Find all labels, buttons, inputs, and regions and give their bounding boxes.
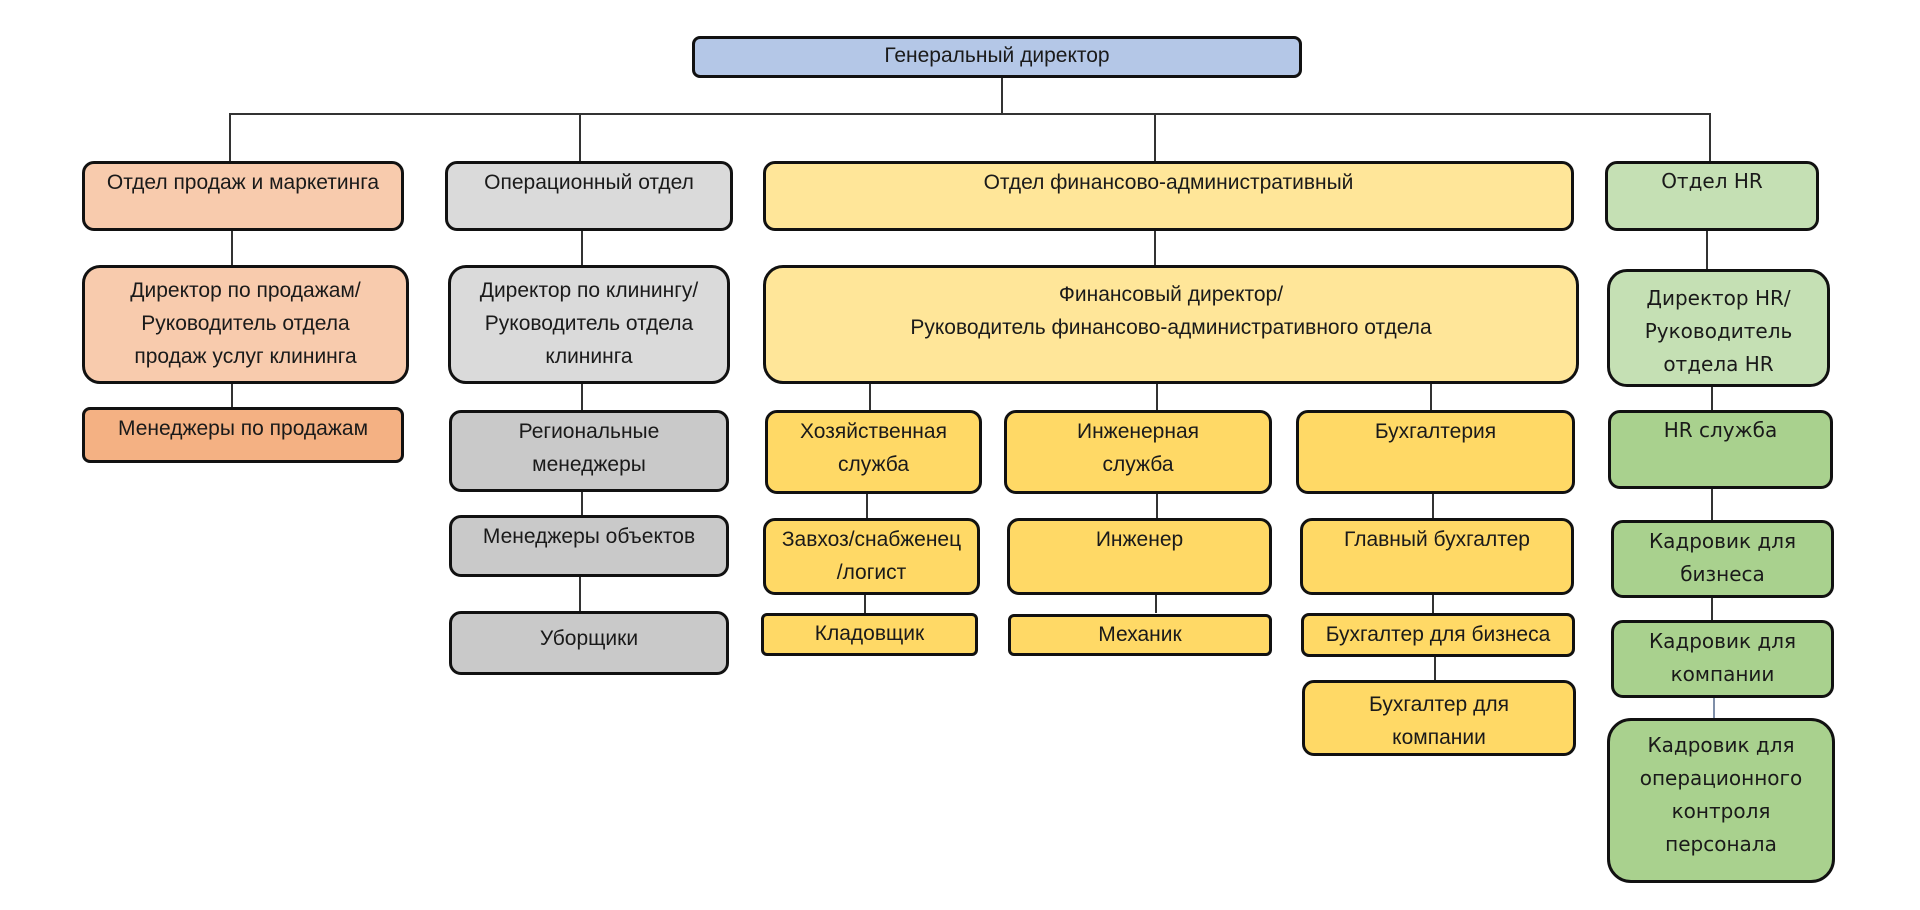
connector: [1432, 595, 1434, 613]
connector: [1155, 595, 1157, 613]
connector: [1430, 384, 1432, 410]
hr-department-box: Отдел HR: [1605, 161, 1819, 231]
connector: [581, 231, 583, 265]
connector: [1154, 113, 1156, 161]
engineer-box: Инженер: [1007, 518, 1272, 595]
accounting-service-box: Бухгалтерия: [1296, 410, 1575, 494]
operations-department-box: Операционный отдел: [445, 161, 733, 231]
sales-department-box: Отдел продаж и маркетинга: [82, 161, 404, 231]
hr-business-box: Кадровик для бизнеса: [1611, 520, 1834, 598]
connector: [864, 595, 866, 613]
company-accountant-box: Бухгалтер для компании: [1302, 680, 1576, 756]
connector: [1434, 656, 1436, 680]
mechanic-box: Механик: [1008, 614, 1272, 656]
sales-director-box: Директор по продажам/ Руководитель отдел…: [82, 265, 409, 384]
connector: [1713, 698, 1715, 718]
connector: [579, 113, 581, 161]
connector: [1154, 231, 1156, 265]
connector: [1709, 113, 1711, 161]
connector: [1711, 598, 1713, 620]
connector: [1706, 231, 1708, 269]
connector: [1711, 489, 1713, 520]
connector: [1001, 78, 1003, 113]
business-accountant-box: Бухгалтер для бизнеса: [1301, 613, 1575, 657]
connector: [581, 492, 583, 515]
connector: [1156, 384, 1158, 410]
hr-operational-box: Кадровик для операционного контроля перс…: [1607, 718, 1835, 883]
cleaners-box: Уборщики: [449, 611, 729, 675]
hr-director-box: Директор HR/ Руководитель отдела HR: [1607, 269, 1830, 387]
sales-managers-box: Менеджеры по продажам: [82, 407, 404, 463]
household-service-box: Хозяйственная служба: [765, 410, 982, 494]
connector: [581, 384, 583, 410]
connector: [579, 577, 581, 611]
connector: [869, 384, 871, 410]
object-managers-box: Менеджеры объектов: [449, 515, 729, 577]
supply-manager-box: Завхоз/снабженец /логист: [763, 518, 980, 595]
cleaning-director-box: Директор по клинингу/ Руководитель отдел…: [448, 265, 730, 384]
connector: [231, 231, 233, 265]
engineering-service-box: Инженерная служба: [1004, 410, 1272, 494]
ceo-box: Генеральный директор: [692, 36, 1302, 78]
connector: [231, 384, 233, 407]
connector: [1156, 494, 1158, 518]
finance-department-box: Отдел финансово-административный: [763, 161, 1574, 231]
chief-accountant-box: Главный бухгалтер: [1300, 518, 1574, 595]
connector: [229, 113, 1710, 115]
finance-director-box: Финансовый директор/ Руководитель финанс…: [763, 265, 1579, 384]
hr-company-box: Кадровик для компании: [1611, 620, 1834, 698]
connector: [1711, 387, 1713, 410]
connector: [866, 494, 868, 518]
connector: [229, 113, 231, 161]
hr-service-box: HR служба: [1608, 410, 1833, 489]
storekeeper-box: Кладовщик: [761, 613, 978, 656]
regional-managers-box: Региональные менеджеры: [449, 410, 729, 492]
connector: [1432, 494, 1434, 518]
